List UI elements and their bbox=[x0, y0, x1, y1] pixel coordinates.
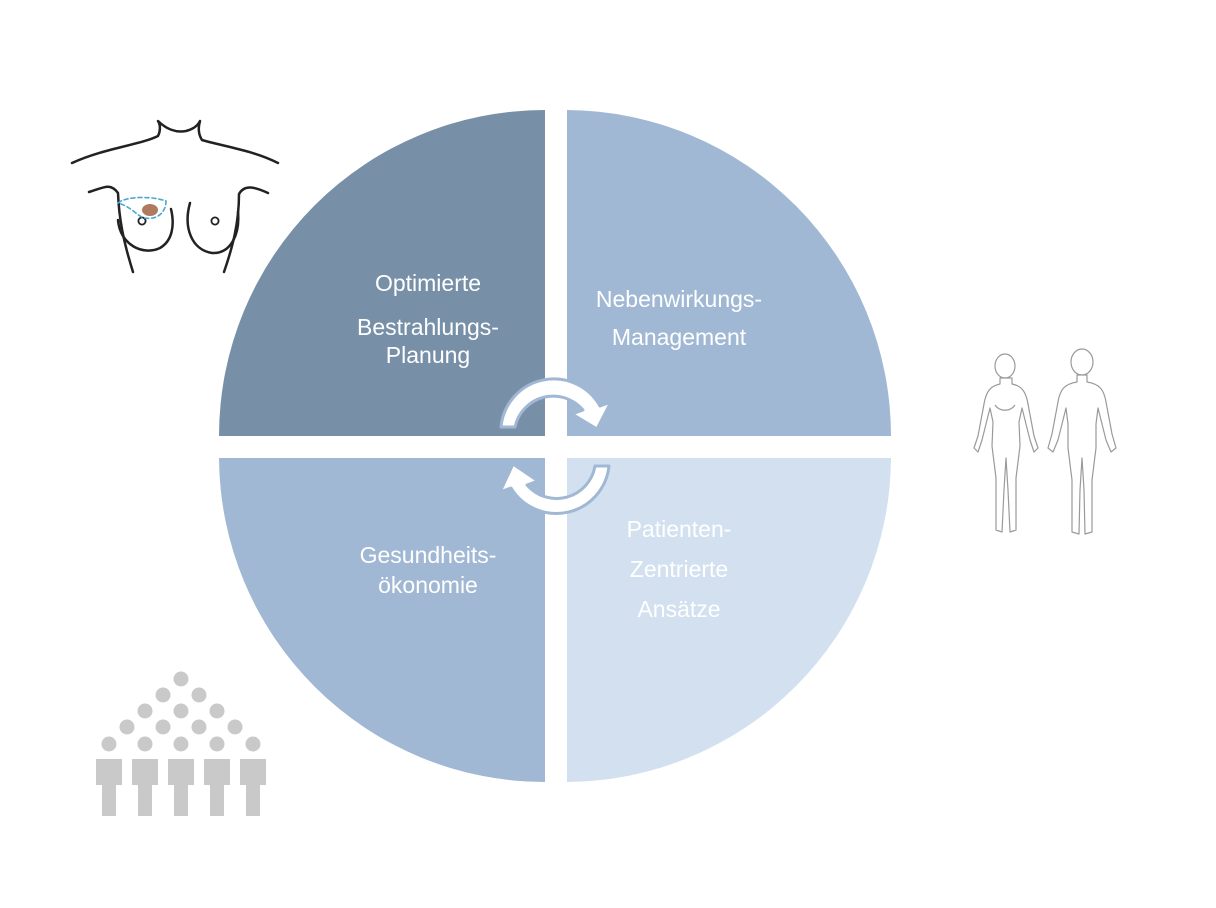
person-head-icon bbox=[227, 719, 243, 735]
person-head-icon bbox=[191, 719, 207, 735]
person-body-icon bbox=[132, 759, 158, 816]
person-head-icon bbox=[155, 687, 171, 703]
person-head-icon bbox=[137, 736, 153, 752]
person-body-icon bbox=[204, 759, 230, 816]
quadrant-nebenwirkungs-management bbox=[567, 110, 891, 436]
breast-tumor-icon bbox=[70, 119, 280, 274]
quadrant-gesundheitsoekonomie bbox=[219, 458, 545, 782]
label-line: Planung bbox=[385, 342, 471, 368]
cycle-arrow-bottom-icon bbox=[498, 462, 611, 515]
label-line: Management bbox=[611, 324, 747, 350]
person-head-icon bbox=[191, 687, 207, 703]
label-line: Nebenwirkungs- bbox=[595, 286, 763, 312]
label-line: Ansätze bbox=[637, 596, 721, 622]
person-head-icon bbox=[245, 736, 261, 752]
male-figure-icon bbox=[1047, 348, 1117, 535]
label-line: Patienten- bbox=[626, 516, 732, 542]
person-head-icon bbox=[173, 703, 189, 719]
person-head-icon bbox=[155, 719, 171, 735]
person-body-icon bbox=[96, 759, 122, 816]
label-line: Optimierte bbox=[374, 270, 482, 296]
label-gesundheitsoekonomie: Gesundheits- ökonomie bbox=[330, 544, 526, 604]
person-head-icon bbox=[101, 736, 117, 752]
label-line: ökonomie bbox=[378, 572, 478, 598]
label-nebenwirkungs-management: Nebenwirkungs- Management bbox=[570, 288, 788, 364]
label-line: Gesundheits- bbox=[359, 542, 497, 568]
label-optimierte-bestrahlungs-planung: Optimierte Bestrahlungs- Planung bbox=[330, 272, 526, 380]
person-head-icon bbox=[173, 671, 189, 687]
quadrant-optimierte-bestrahlungs-planung bbox=[219, 110, 545, 436]
label-line: Zentrierte bbox=[629, 556, 729, 582]
person-body-icon bbox=[168, 759, 194, 816]
person-head-icon bbox=[209, 703, 225, 719]
label-line: Bestrahlungs- bbox=[357, 314, 499, 340]
cycle-arrows-icon bbox=[498, 377, 613, 515]
person-head-icon bbox=[173, 736, 189, 752]
human-body-front-back-icon bbox=[973, 348, 1117, 535]
population-icon bbox=[96, 671, 266, 816]
person-head-icon bbox=[119, 719, 135, 735]
label-patienten-zentrierte-ansaetze: Patienten- Zentrierte Ansätze bbox=[580, 518, 778, 638]
cycle-arrow-top-icon bbox=[499, 377, 613, 431]
person-head-icon bbox=[137, 703, 153, 719]
person-head-icon bbox=[209, 736, 225, 752]
quadrant-patienten-zentrierte-ansaetze bbox=[567, 458, 891, 782]
person-body-icon bbox=[240, 759, 266, 816]
female-figure-icon bbox=[973, 353, 1039, 533]
